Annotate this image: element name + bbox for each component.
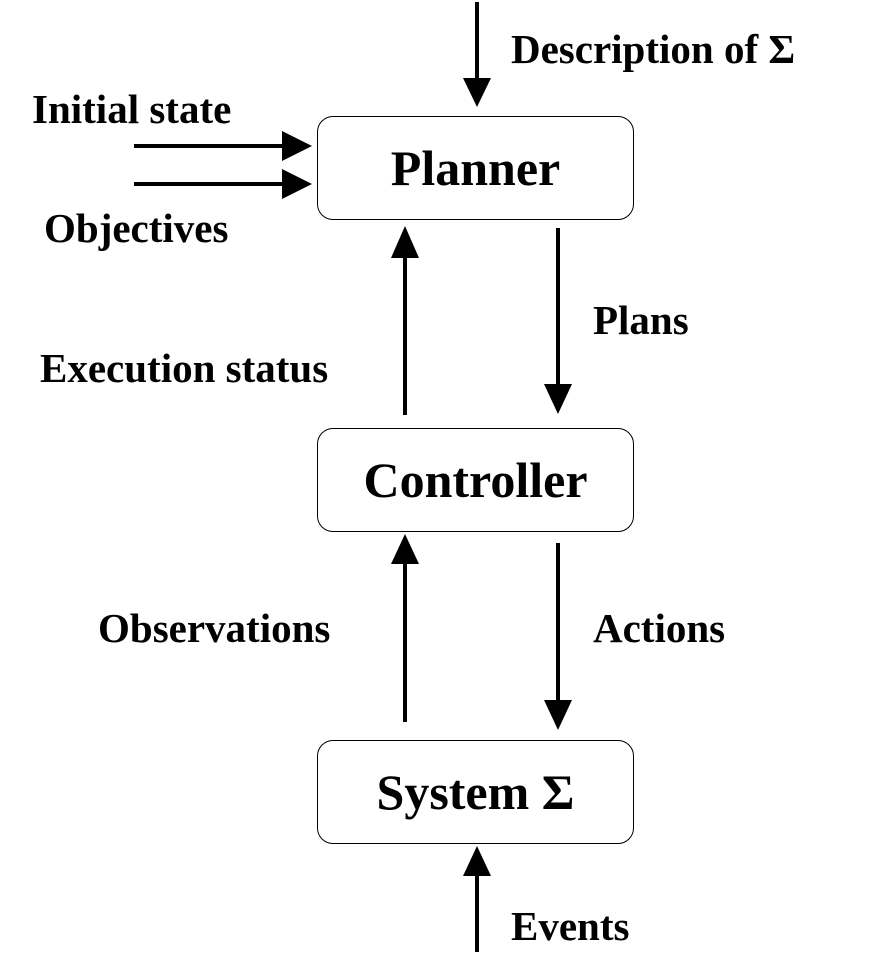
- objectives-arrowhead: [282, 169, 312, 199]
- planner-node: Planner: [317, 116, 634, 220]
- description-arrowhead: [463, 78, 491, 107]
- actions-arrowhead: [544, 700, 572, 730]
- description-label: Description of Σ: [511, 26, 796, 72]
- observations-label: Observations: [98, 605, 331, 651]
- observations-arrowhead: [391, 534, 419, 564]
- execution-status-arrowhead: [391, 226, 419, 258]
- plans-label: Plans: [593, 297, 689, 343]
- initial-state-label: Initial state: [32, 86, 232, 132]
- planner-label: Planner: [390, 140, 561, 196]
- controller-label: Controller: [363, 452, 588, 508]
- system-label: System Σ: [376, 764, 575, 820]
- controller-node: Controller: [317, 428, 634, 532]
- events-label: Events: [511, 903, 630, 949]
- execution-status-label: Execution status: [40, 345, 329, 391]
- system-node: System Σ: [317, 740, 634, 844]
- initial-state-arrowhead: [282, 131, 312, 161]
- objectives-label: Objectives: [44, 205, 229, 251]
- events-arrowhead: [463, 846, 491, 876]
- plans-arrowhead: [544, 384, 572, 414]
- actions-label: Actions: [593, 605, 726, 651]
